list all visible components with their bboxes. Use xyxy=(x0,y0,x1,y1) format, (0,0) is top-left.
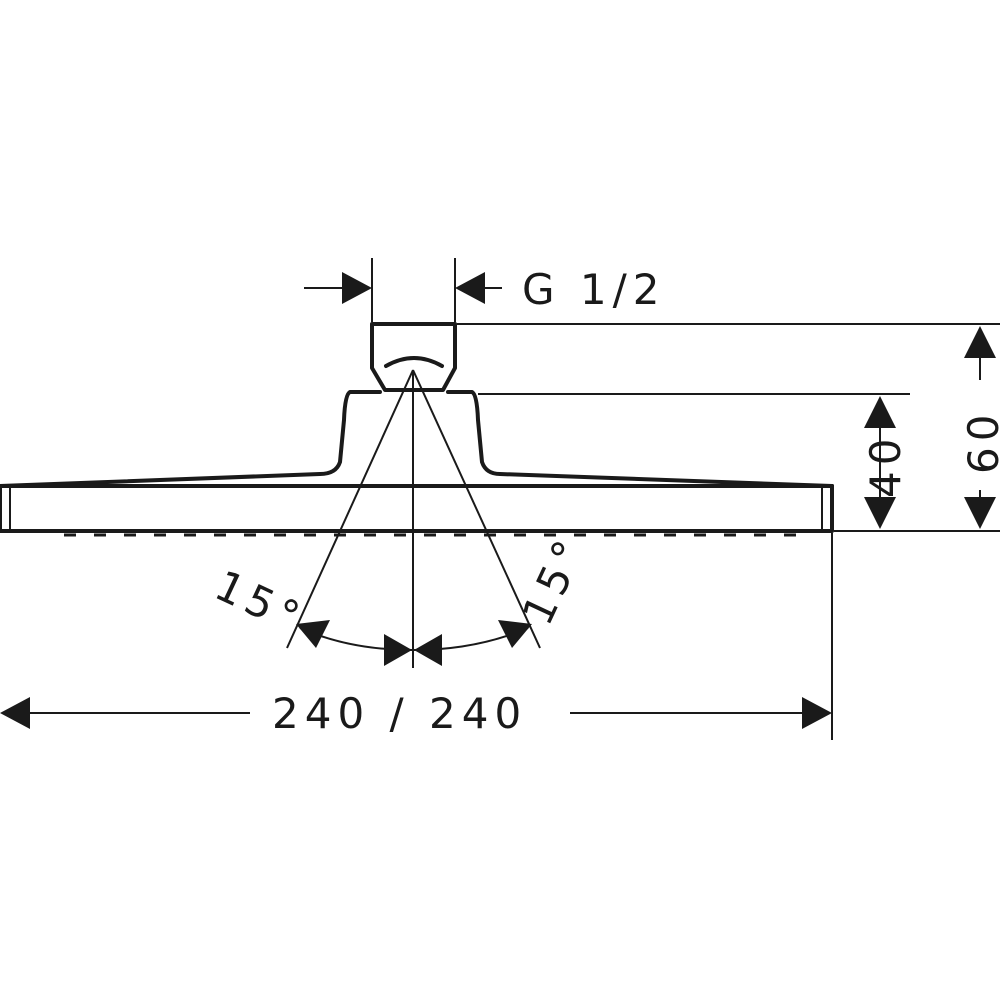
neck-hub xyxy=(0,390,382,488)
label-60-background xyxy=(962,380,1000,490)
height-dimensions: 40 60 xyxy=(457,323,1000,532)
width-label: 240 / 240 xyxy=(272,689,527,738)
arrowhead-width-right xyxy=(802,697,832,729)
spray-line-right xyxy=(412,369,541,649)
arrowhead-angle-left-inner xyxy=(384,634,412,666)
arrowhead-thread-left xyxy=(342,272,372,304)
arrowhead-angle-right-outer xyxy=(498,620,532,648)
arrowhead-angle-right-inner xyxy=(414,634,442,666)
spray-line-left xyxy=(286,369,414,649)
arrowhead-40-top xyxy=(864,396,896,428)
height-label-60: 60 xyxy=(959,409,1000,474)
shower-plate-body xyxy=(0,484,834,533)
spray-angle-lines: 15° 15° xyxy=(208,369,596,668)
width-dimension: 240 / 240 xyxy=(0,533,833,740)
arrowhead-60-top xyxy=(964,326,996,358)
thread-dimension: G 1/2 xyxy=(304,258,666,322)
angle-label-left: 15° xyxy=(208,561,312,644)
arrowhead-width-left xyxy=(0,697,30,729)
height-label-40: 40 xyxy=(861,433,910,498)
arrowhead-thread-right xyxy=(455,272,485,304)
connector-inner-ellipse xyxy=(384,356,444,368)
shower-head-outline xyxy=(0,322,834,537)
arrowhead-40-bottom xyxy=(864,497,896,529)
connector-nut xyxy=(370,322,457,392)
neck-hub-right xyxy=(446,390,834,488)
angle-label-right: 15° xyxy=(513,528,596,632)
arrowhead-angle-left-outer xyxy=(296,620,330,648)
thread-label: G 1/2 xyxy=(522,265,666,314)
arrowhead-60-bottom xyxy=(964,497,996,529)
